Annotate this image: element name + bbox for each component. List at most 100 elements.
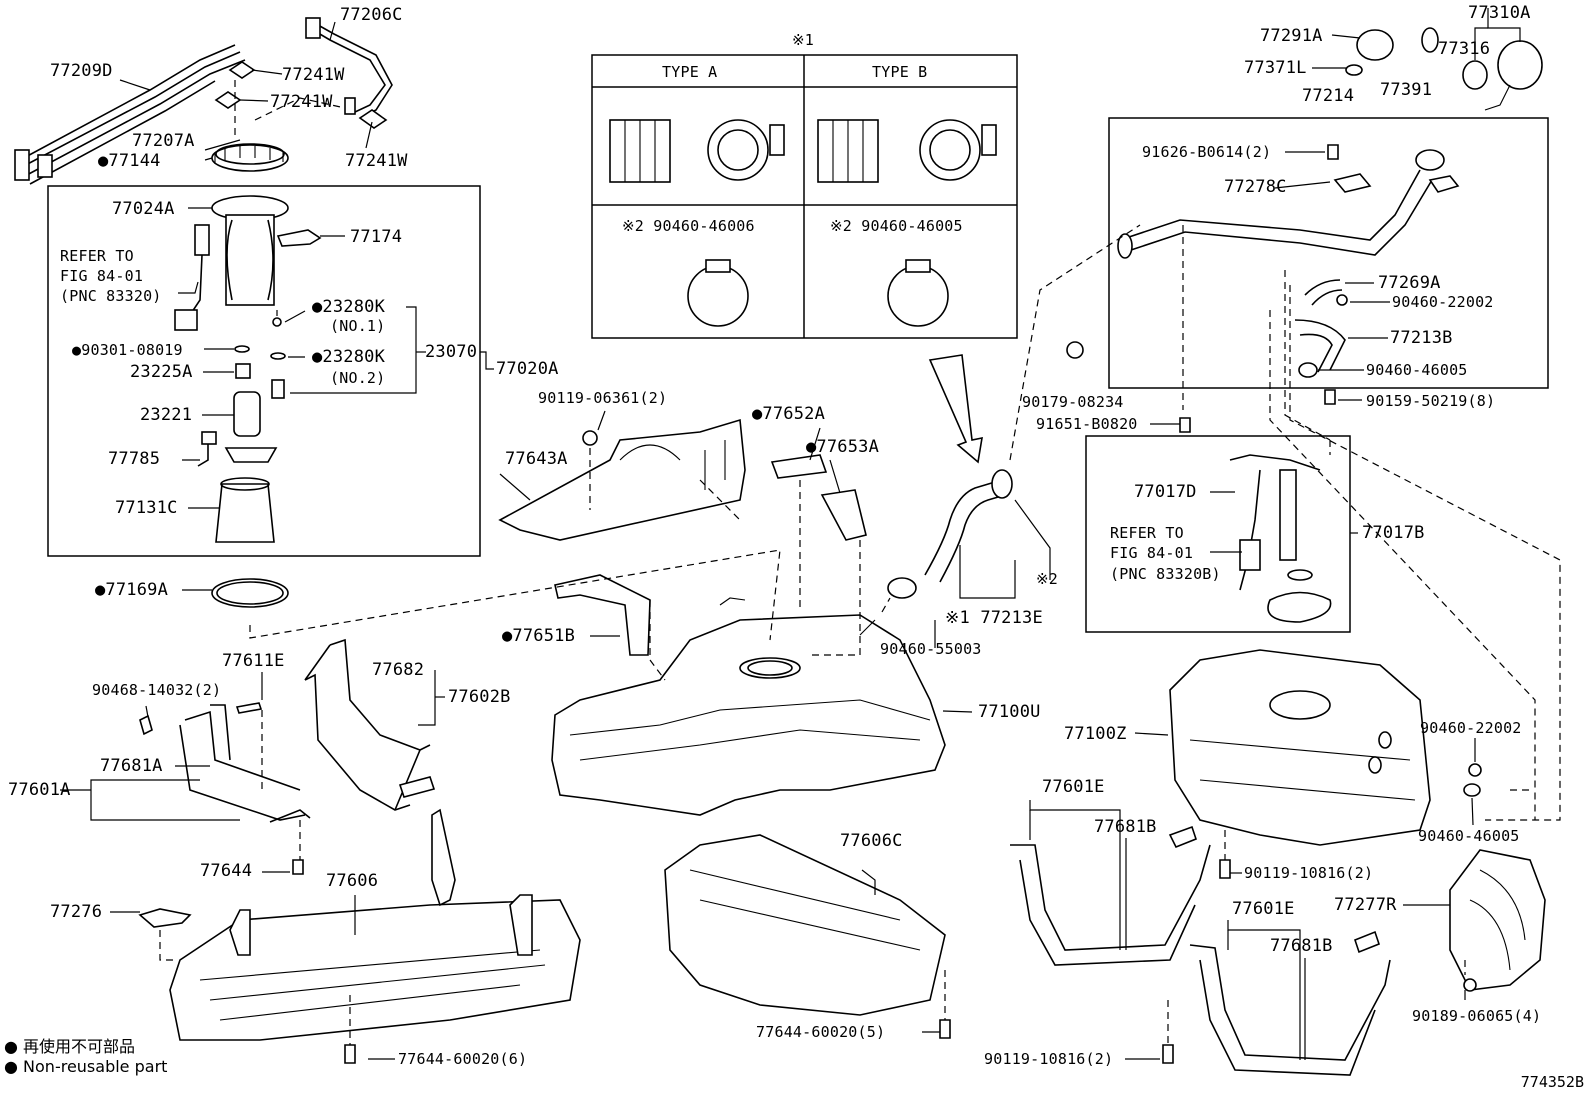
fuel-pump-assembly-box bbox=[47, 185, 481, 557]
legend-non-reusable-jp: ● 再使用不可部品 bbox=[4, 1037, 136, 1056]
label-90301-08019: ●90301-08019 bbox=[72, 341, 183, 359]
bands-right-lower bbox=[1189, 930, 1391, 1076]
label-77601A: 77601A bbox=[8, 780, 71, 800]
label-77644-60020-5: 77644-60020(5) bbox=[756, 1023, 886, 1041]
note-2-hose: ※2 bbox=[1036, 570, 1058, 588]
label-77209D: 77209D bbox=[50, 61, 113, 81]
label-77644-60020-6: 77644-60020(6) bbox=[398, 1050, 528, 1068]
label-77207A: 77207A bbox=[132, 131, 195, 151]
label-23221: 23221 bbox=[140, 405, 193, 425]
clips-77241W bbox=[214, 61, 388, 129]
refer-to-1-line3: (PNC 83320) bbox=[60, 287, 162, 305]
label-77602B: 77602B bbox=[448, 687, 511, 707]
label-77278C: 77278C bbox=[1224, 177, 1287, 197]
lock-ring-77144 bbox=[211, 143, 289, 172]
label-77601E-1: 77601E bbox=[1042, 777, 1105, 797]
label-77682: 77682 bbox=[372, 660, 425, 680]
type-b-header: TYPE B bbox=[872, 63, 928, 81]
nut-90179 bbox=[1066, 341, 1084, 359]
label-77651B: ●77651B bbox=[502, 626, 576, 646]
label-91651-B0820: 91651-B0820 bbox=[1036, 415, 1138, 433]
label-77169A: ●77169A bbox=[95, 580, 169, 600]
label-77277R: 77277R bbox=[1334, 895, 1397, 915]
label-23070: 23070 bbox=[425, 342, 478, 362]
clamp-type-a: ※2 90460-46006 bbox=[622, 217, 755, 235]
fuel-tank-77100Z bbox=[1169, 649, 1482, 846]
label-90468-14032: 90468-14032(2) bbox=[92, 681, 222, 699]
label-77681B-2: 77681B bbox=[1270, 936, 1333, 956]
label-90179-08234: 90179-08234 bbox=[1022, 393, 1124, 411]
label-77606C: 77606C bbox=[840, 831, 903, 851]
bolts bbox=[139, 144, 1339, 1064]
label-90119-10816-a: 90119-10816(2) bbox=[1244, 864, 1374, 882]
protector-77277R bbox=[1449, 849, 1546, 992]
label-77017B: 77017B bbox=[1362, 523, 1425, 543]
label-90460-46005-b: 90460-46005 bbox=[1418, 827, 1520, 845]
label-23280K-2-no: (NO.2) bbox=[330, 369, 386, 387]
fuel-tank-77100U bbox=[551, 597, 946, 816]
label-91626-B0614: 91626-B0614(2) bbox=[1142, 143, 1272, 161]
label-77785: 77785 bbox=[108, 449, 161, 469]
label-77241W-2: 77241W bbox=[270, 92, 333, 112]
label-77214: 77214 bbox=[1302, 86, 1355, 106]
protector-77643A bbox=[498, 418, 746, 541]
cushion-77653A bbox=[820, 489, 867, 541]
cushion-77652A bbox=[770, 454, 828, 479]
clamp-type-b: ※2 90460-46005 bbox=[830, 217, 963, 235]
label-77241W-1: 77241W bbox=[282, 65, 345, 85]
label-90460-46005-a: 90460-46005 bbox=[1366, 361, 1468, 379]
label-77269A: 77269A bbox=[1378, 273, 1441, 293]
bands-77682-77602B bbox=[304, 638, 436, 811]
refer-to-1-line2: FIG 84-01 bbox=[60, 267, 144, 285]
label-77100U: 77100U bbox=[978, 702, 1041, 722]
direction-arrow bbox=[928, 354, 983, 464]
label-77213B: 77213B bbox=[1390, 328, 1453, 348]
label-90119-10816-b: 90119-10816(2) bbox=[984, 1050, 1114, 1068]
label-77681B-1: 77681B bbox=[1094, 817, 1157, 837]
label-77144: ●77144 bbox=[98, 151, 161, 171]
bracket-77276 bbox=[138, 908, 192, 928]
legend-non-reusable-en: ● Non-reusable part bbox=[4, 1057, 168, 1076]
label-77213E: ※1 77213E bbox=[945, 608, 1043, 628]
refer-to-2-line3: (PNC 83320B) bbox=[1110, 565, 1221, 583]
label-77606: 77606 bbox=[326, 871, 379, 891]
filler-pipe-box bbox=[1108, 117, 1549, 389]
label-77601E-2: 77601E bbox=[1232, 899, 1295, 919]
skid-plate-77606 bbox=[169, 808, 581, 1041]
figure-reference-number: 774352B bbox=[1520, 1073, 1584, 1091]
label-77131C: 77131C bbox=[115, 498, 178, 518]
label-77653A: ●77653A bbox=[806, 437, 880, 457]
hoses-77269A-77213B bbox=[1294, 279, 1348, 378]
pump-parts bbox=[197, 310, 286, 543]
label-77611E: 77611E bbox=[222, 651, 285, 671]
bands-right-upper bbox=[1010, 825, 1211, 966]
sender-gauge-77017D bbox=[1229, 454, 1332, 623]
label-77316: 77316 bbox=[1438, 39, 1491, 59]
leader-lines bbox=[60, 8, 1521, 1060]
hose-77213E bbox=[887, 469, 1013, 599]
label-77310A: 77310A bbox=[1468, 3, 1531, 23]
label-90460-55003: 90460-55003 bbox=[880, 640, 982, 658]
refer-to-2-line2: FIG 84-01 bbox=[1110, 544, 1194, 562]
gasket-77169A bbox=[211, 578, 289, 608]
dashed-lines bbox=[159, 224, 1561, 1045]
label-77017D: 77017D bbox=[1134, 482, 1197, 502]
label-23280K-1-no: (NO.1) bbox=[330, 317, 386, 335]
label-77291A: 77291A bbox=[1260, 26, 1323, 46]
label-77371L: 77371L bbox=[1244, 58, 1307, 78]
fuel-pump-77024A bbox=[174, 195, 322, 331]
clamp-77278C bbox=[1333, 173, 1372, 193]
label-77643A: 77643A bbox=[505, 449, 568, 469]
bands-77601A-77681A bbox=[179, 704, 311, 823]
label-77644: 77644 bbox=[200, 861, 253, 881]
label-77652A: ●77652A bbox=[752, 404, 826, 424]
fuel-tube-77209D bbox=[14, 44, 246, 185]
label-77020A: 77020A bbox=[496, 359, 559, 379]
tank-lower-77606C bbox=[664, 834, 946, 1016]
sender-gauge-box bbox=[1085, 435, 1351, 633]
label-90189-06065: 90189-06065(4) bbox=[1412, 1007, 1542, 1025]
label-23280K-1: ●23280K bbox=[312, 297, 386, 317]
label-77681A: 77681A bbox=[100, 756, 163, 776]
label-77024A: 77024A bbox=[112, 199, 175, 219]
